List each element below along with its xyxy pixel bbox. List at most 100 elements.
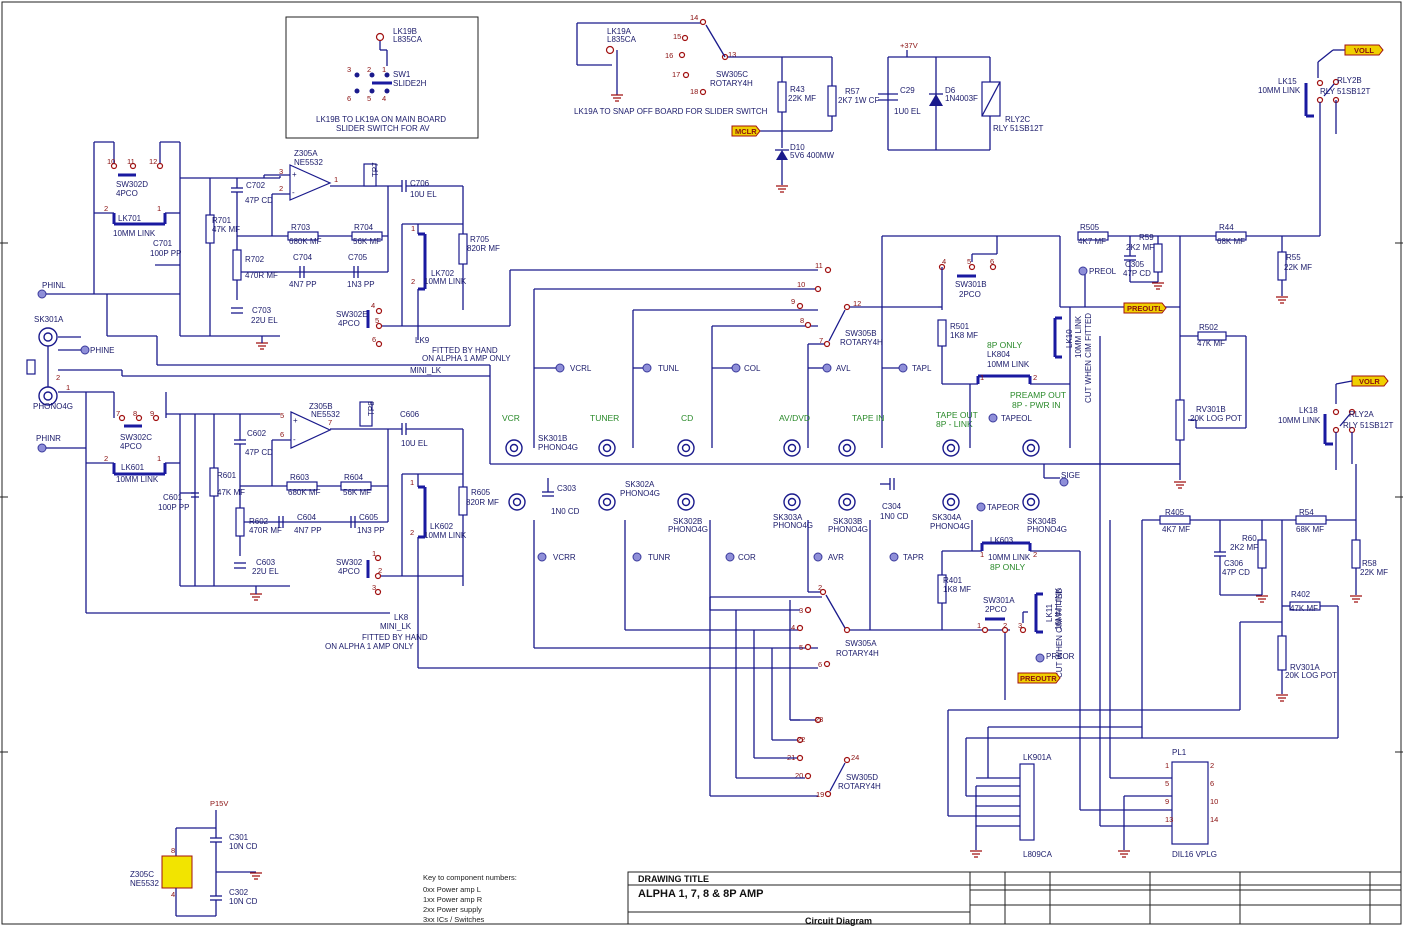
svg-text:R705: R705 (470, 235, 490, 244)
svg-text:10MM LINK: 10MM LINK (988, 553, 1031, 562)
svg-text:4N7 PP: 4N7 PP (289, 280, 317, 289)
svg-text:4: 4 (791, 623, 795, 632)
svg-text:SW1: SW1 (393, 70, 411, 79)
preout-flags: PREOUTL PREOUTR (1017, 302, 1167, 684)
svg-text:56K MF: 56K MF (353, 237, 381, 246)
svg-text:AV/DVD: AV/DVD (779, 413, 810, 423)
svg-text:C702: C702 (246, 181, 266, 190)
svg-text:2: 2 (1033, 373, 1037, 382)
svg-text:C305: C305 (1125, 260, 1145, 269)
svg-text:68K MF: 68K MF (1217, 237, 1245, 246)
svg-text:RLY 51SB12T: RLY 51SB12T (1343, 421, 1394, 430)
svg-text:10MM LINK: 10MM LINK (116, 475, 159, 484)
svg-text:C601: C601 (163, 493, 183, 502)
svg-text:TAPE IN: TAPE IN (852, 413, 884, 423)
svg-text:14: 14 (690, 13, 698, 22)
svg-text:SK301A: SK301A (34, 315, 64, 324)
svg-text:PL1: PL1 (1172, 748, 1187, 757)
svg-text:RV301A: RV301A (1290, 663, 1320, 672)
svg-text:8P ONLY: 8P ONLY (987, 340, 1022, 350)
border-ticks (0, 242, 1403, 753)
svg-text:47K MF: 47K MF (1197, 339, 1225, 348)
svg-text:CUT WHEN CIM FITTED: CUT WHEN CIM FITTED (1084, 313, 1093, 403)
svg-text:2: 2 (104, 204, 108, 213)
svg-text:1K8 MF: 1K8 MF (943, 585, 971, 594)
svg-text:TP7: TP7 (371, 162, 380, 177)
svg-text:R602: R602 (249, 517, 269, 526)
svg-text:47K MF: 47K MF (1290, 604, 1318, 613)
svg-text:R54: R54 (1299, 508, 1314, 517)
svg-text:1xx Power amp R: 1xx Power amp R (423, 895, 483, 904)
svg-text:LK19A TO SNAP OFF BOARD FOR SL: LK19A TO SNAP OFF BOARD FOR SLIDER SWITC… (574, 107, 768, 116)
svg-text:2: 2 (1033, 550, 1037, 559)
svg-text:16: 16 (665, 51, 673, 60)
svg-text:1: 1 (411, 224, 415, 233)
svg-text:DIL16 VPLG: DIL16 VPLG (1172, 850, 1217, 859)
svg-text:14: 14 (1210, 815, 1218, 824)
svg-text:12: 12 (853, 299, 861, 308)
svg-text:LK901A: LK901A (1023, 753, 1052, 762)
svg-text:5: 5 (799, 643, 803, 652)
svg-text:PHINL: PHINL (42, 281, 66, 290)
svg-text:C304: C304 (882, 502, 902, 511)
svg-text:1: 1 (977, 621, 981, 630)
svg-text:NE5532: NE5532 (130, 879, 159, 888)
svg-text:PHONO4G: PHONO4G (620, 489, 660, 498)
svg-text:Z305C: Z305C (130, 870, 154, 879)
svg-text:PREOUTR: PREOUTR (1020, 674, 1057, 683)
svg-text:Key to component numbers:: Key to component numbers: (423, 873, 517, 882)
svg-text:+37V: +37V (900, 41, 918, 50)
svg-text:R405: R405 (1165, 508, 1185, 517)
svg-text:ROTARY4H: ROTARY4H (710, 79, 753, 88)
svg-text:TAPEOL: TAPEOL (1001, 414, 1033, 423)
svg-text:1N0 CD: 1N0 CD (551, 507, 580, 516)
svg-text:RLY2B: RLY2B (1337, 76, 1362, 85)
svg-text:7: 7 (819, 336, 823, 345)
svg-text:D6: D6 (945, 86, 956, 95)
svg-text:2K7 1W CF: 2K7 1W CF (838, 96, 879, 105)
svg-text:4: 4 (942, 257, 946, 266)
svg-text:C703: C703 (252, 306, 272, 315)
svg-text:47K MF: 47K MF (212, 225, 240, 234)
svg-text:PREOR: PREOR (1046, 652, 1075, 661)
svg-text:2: 2 (1210, 761, 1214, 770)
svg-text:C604: C604 (297, 513, 317, 522)
svg-text:R59: R59 (1139, 233, 1154, 242)
svg-text:5: 5 (375, 316, 379, 325)
svg-text:+: + (292, 170, 297, 179)
svg-text:R604: R604 (344, 473, 364, 482)
svg-text:LK11: LK11 (1045, 603, 1054, 622)
svg-text:10: 10 (1210, 797, 1218, 806)
svg-text:PHONO4G: PHONO4G (828, 525, 868, 534)
svg-text:D10: D10 (790, 143, 805, 152)
component-key: Key to component numbers: 0xx Power amp … (423, 873, 517, 924)
svg-text:MINI_LK: MINI_LK (410, 366, 442, 375)
svg-text:PHONO4G: PHONO4G (1027, 525, 1067, 534)
svg-text:100P PP: 100P PP (150, 249, 181, 258)
svg-text:LK601: LK601 (121, 463, 145, 472)
svg-text:LK19B: LK19B (393, 27, 417, 36)
svg-text:PREOUTL: PREOUTL (1127, 304, 1163, 313)
svg-text:3: 3 (372, 583, 376, 592)
svg-text:4PCO: 4PCO (338, 567, 360, 576)
svg-text:R43: R43 (790, 85, 805, 94)
svg-text:7: 7 (116, 409, 120, 418)
svg-text:LK602: LK602 (430, 522, 454, 531)
svg-text:SW301B: SW301B (955, 280, 987, 289)
svg-text:SW305C: SW305C (716, 70, 748, 79)
svg-text:PHONO4G: PHONO4G (930, 522, 970, 531)
svg-text:47P CD: 47P CD (245, 448, 273, 457)
svg-text:SW301A: SW301A (983, 596, 1015, 605)
svg-text:Z305A: Z305A (294, 149, 318, 158)
left-input-jack: PHINL SK301A PHONO4G PHINE 1 2 PHINR (26, 281, 490, 453)
svg-text:SK301B: SK301B (538, 434, 567, 443)
svg-text:17: 17 (672, 70, 680, 79)
svg-text:5V6 400MW: 5V6 400MW (790, 151, 834, 160)
svg-text:C701: C701 (153, 239, 173, 248)
svg-text:RLY 51SB12T: RLY 51SB12T (993, 124, 1044, 133)
svg-text:10U EL: 10U EL (410, 190, 437, 199)
svg-text:VCRL: VCRL (570, 364, 592, 373)
svg-text:VCR: VCR (502, 413, 520, 423)
svg-text:56K MF: 56K MF (343, 488, 371, 497)
